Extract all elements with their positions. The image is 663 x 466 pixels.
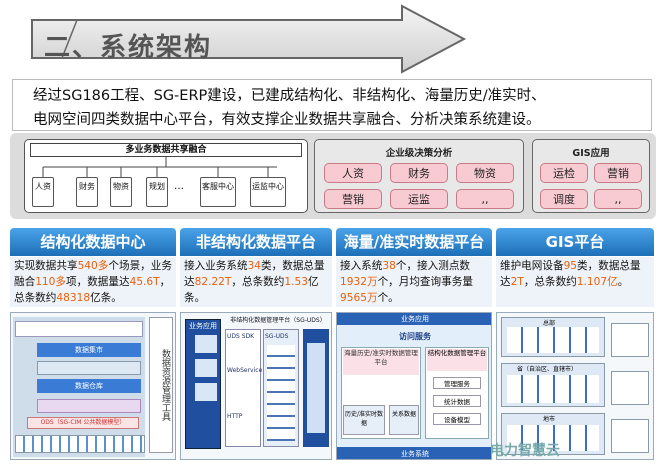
text-segment: 实现数据共享 — [14, 260, 78, 272]
highlight-value: 1932万 — [340, 276, 378, 288]
sharing-item-finance: 财务 — [76, 177, 98, 207]
decision-title: 企业级决策分析 — [385, 148, 453, 159]
intro-line-1: 经过SG186工程、SG-ERP建设，已建成结构化、非结构化、海量历史/准实时、 — [33, 88, 546, 104]
highlight-value: 34 — [247, 260, 262, 272]
d2-http: HTTP — [227, 413, 243, 420]
highlight-value: 45.6T — [129, 276, 160, 288]
d3-mgmt: 管理服务 — [433, 377, 481, 389]
col-structured-header: 结构化数据中心 — [10, 228, 176, 256]
d3-access: 访问服务 — [399, 332, 431, 341]
sharing-title: 多业务数据共享融合 — [30, 143, 302, 157]
d3-hist-platform: 海量历史/准实时数据管理平台 — [343, 349, 419, 375]
col-realtime-text: 接入系统38个，接入测点数 1932万个，月均查询事务量 9565万个。 — [336, 257, 492, 307]
text-segment: 量达 — [184, 260, 325, 288]
text-segment: 量达 — [500, 260, 641, 288]
d2-sdk: UDS SDK — [227, 333, 255, 340]
d1-tools: 数据资源管理工具 — [149, 317, 173, 453]
sharing-ellipsis: … — [174, 181, 184, 192]
text-segment: 量 — [462, 276, 473, 288]
d3-stats: 统计数据 — [433, 395, 481, 407]
text-segment: ，总条数约 — [14, 276, 171, 304]
col-unstructured-header: 非结构化数据平台 — [180, 228, 332, 256]
highlight-value: 110多 — [35, 276, 67, 288]
d2-platform: 非结构化数据管理平台（SG-UDS） — [230, 317, 326, 324]
col-structured-text: 实现数据共享540多个场景，业务融合110多项，数据量达45.6T，总条数约48… — [10, 257, 176, 307]
d4-city: 地市 — [543, 416, 556, 423]
text-segment: 务融合 — [14, 260, 172, 288]
sharing-item-hr: 人资 — [32, 177, 54, 207]
d1-warehouse: 数据仓库 — [37, 379, 141, 393]
sharing-item-planning: 规划 — [146, 177, 168, 207]
sharing-connectors — [42, 157, 277, 177]
page-title: 二、系统架构 — [44, 33, 213, 63]
d3-rel-data: 关系数据 — [389, 405, 419, 435]
highlight-value: 540多 — [77, 260, 109, 272]
text-segment: 个，接入测点数 — [395, 260, 471, 272]
decision-item-more: ,, — [456, 189, 514, 209]
intro-text: 经过SG186工程、SG-ERP建设，已建成结构化、非结构化、海量历史/准实时、… — [12, 79, 652, 131]
highlight-value: 48318 — [56, 292, 91, 304]
d2-ws: WebService — [227, 367, 263, 374]
text-segment: ，总条数约 — [231, 276, 285, 288]
sharing-item-service-center: 客服中心 — [200, 177, 236, 207]
text-segment: 接入系统 — [340, 260, 383, 272]
highlight-value: 82.22T — [194, 276, 232, 288]
text-segment: 。 — [617, 276, 629, 288]
decision-item-marketing: 营销 — [324, 189, 382, 209]
col-gis-text: 维护电网设备95类，数据总量达2T，总条数约1.107亿。 — [496, 257, 654, 307]
gis-item-more: ,, — [594, 189, 642, 209]
gis-architecture-diagram: 总部 省（自治区、直辖市） 地市 — [496, 312, 654, 460]
text-segment: 维护电网设备 — [500, 260, 564, 272]
text-segment: 接入业务系统 — [184, 260, 248, 272]
text-segment: ，总条数约 — [523, 276, 577, 288]
intro-line-2: 电网空间四类数据中心平台，有效支撑企业数据共享融合、分析决策系统建设。 — [33, 112, 541, 128]
decision-item-material: 物资 — [456, 163, 514, 183]
text-segment: 项，数据量达 — [66, 276, 130, 288]
d4-province: 省（自治区、直辖市） — [517, 366, 578, 373]
structured-architecture-diagram: 数据集市 数据仓库 ODS（SG-CIM 公共数据模型） 数据资源管理工具 — [10, 312, 176, 460]
d4-hq: 总部 — [543, 320, 556, 327]
text-segment: 类，数据总 — [261, 260, 315, 272]
text-segment: 亿条。 — [90, 292, 122, 304]
d3-biz: 业务系统 — [337, 447, 491, 459]
col-gis-header: GIS平台 — [496, 228, 654, 256]
decision-item-monitoring: 运监 — [390, 189, 448, 209]
section-header-arrow — [31, 4, 467, 74]
gis-item-inspection: 运检 — [540, 163, 588, 183]
gis-item-marketing: 营销 — [594, 163, 642, 183]
highlight-value: 2T — [510, 276, 524, 288]
sharing-item-material: 物资 — [110, 177, 132, 207]
col-unstructured-text: 接入业务系统34类，数据总量达82.22T，总条数约1.53亿条。 — [180, 257, 332, 307]
unstructured-architecture-diagram: 非结构化数据管理平台（SG-UDS） 业务应用 UDS SDK WebServi… — [180, 312, 332, 460]
text-segment: 个，月均查询事务 — [377, 276, 463, 288]
d3-hist-data: 历史/准实时数据 — [343, 405, 385, 435]
d1-mart: 数据集市 — [37, 343, 141, 357]
text-segment: 类，数据总 — [577, 260, 631, 272]
d1-ods: ODS（SG-CIM 公共数据模型） — [27, 417, 139, 429]
d3-app: 业务应用 — [337, 313, 491, 325]
highlight-value: 1.107亿 — [576, 276, 618, 288]
watermark-logo: 电力智慧云 — [490, 443, 560, 459]
gis-item-dispatch: 调度 — [540, 189, 588, 209]
decision-item-hr: 人资 — [324, 163, 382, 183]
text-segment: 亿条。 — [184, 276, 319, 304]
highlight-value: 38 — [382, 260, 396, 272]
highlight-value: 1.53 — [284, 276, 308, 288]
d3-model: 设备模型 — [433, 413, 481, 425]
application-panel: 多业务数据共享融合 人资 财务 物资 规划 … 客服中心 运监中心 企业级决策分… — [10, 133, 656, 219]
text-segment: 个。 — [377, 292, 399, 304]
gis-title: GIS应用 — [572, 148, 610, 159]
col-realtime-header: 海量/准实时数据平台 — [336, 228, 492, 256]
d2-uds: SG-UDS — [265, 333, 289, 340]
sharing-item-ops-center: 运监中心 — [250, 177, 286, 207]
text-segment: 个场景，业 — [108, 260, 162, 272]
highlight-value: 95 — [563, 260, 578, 272]
realtime-architecture-diagram: 业务应用 访问服务 海量历史/准实时数据管理平台 历史/准实时数据 关系数据 结… — [336, 312, 492, 460]
d3-struct-platform: 结构化数据管理平台 — [427, 349, 487, 371]
decision-item-finance: 财务 — [390, 163, 448, 183]
highlight-value: 9565万 — [340, 292, 378, 304]
d2-app: 业务应用 — [189, 322, 217, 330]
